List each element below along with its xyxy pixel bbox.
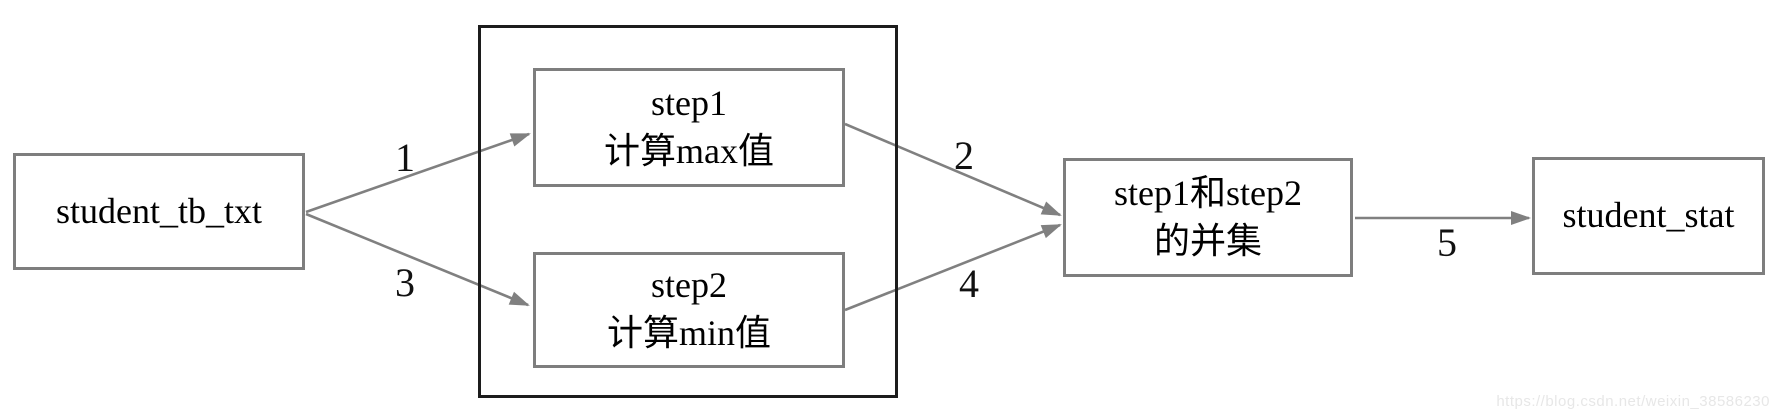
node-step2: step2 计算min值 (533, 252, 845, 368)
node-step1-title: step1 (651, 82, 727, 123)
watermark-url: https://blog.csdn.net/weixin_38586230 (1496, 393, 1770, 410)
edge-label-3: 3 (395, 260, 415, 305)
node-union-subtitle: 的并集 (1153, 220, 1262, 261)
node-step1: step1 计算max值 (533, 68, 845, 187)
arrow-source-to-step1 (305, 132, 531, 214)
arrow-step2-to-union (844, 223, 1062, 312)
node-step2-title: step2 (651, 265, 727, 306)
edge-label-5: 5 (1437, 220, 1457, 265)
edge-label-2: 2 (954, 133, 974, 178)
arrow-source-to-step2 (305, 212, 530, 307)
node-union: step1和step2 的并集 (1063, 158, 1353, 277)
node-student-tb-txt: student_tb_txt (13, 153, 305, 270)
arrow-step1-to-union (844, 122, 1062, 217)
node-student-tb-txt-label: student_tb_txt (56, 190, 262, 231)
node-step2-subtitle: 计算min值 (606, 313, 771, 353)
node-student-stat: student_stat (1532, 157, 1765, 275)
steps-group-container (478, 25, 898, 398)
edge-label-1: 1 (395, 135, 415, 180)
edge-label-4: 4 (959, 261, 979, 306)
node-step1-subtitle: 计算max值 (604, 130, 774, 171)
node-student-stat-label: student_stat (1562, 195, 1735, 236)
node-union-title: step1和step2 (1114, 172, 1302, 213)
